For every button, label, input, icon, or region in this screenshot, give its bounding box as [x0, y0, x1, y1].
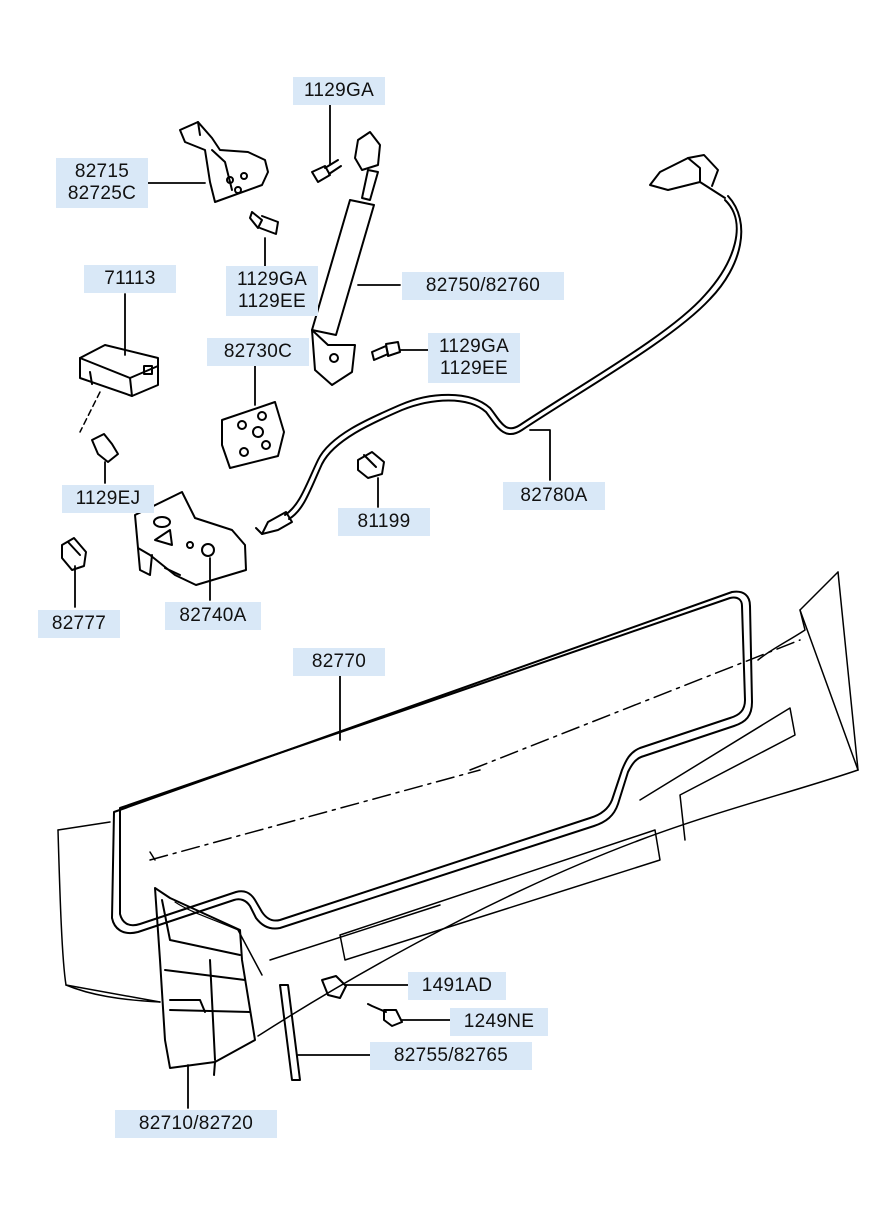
label-1129ee-mid: 1129EE — [237, 291, 306, 312]
label-71113: 71113 — [84, 265, 176, 293]
label-1129ga-1129ee-mid: 1129GA 1129EE — [226, 266, 318, 316]
bolt-1129ga — [311, 159, 342, 183]
clip-81199 — [357, 451, 385, 479]
label-82777: 82777 — [38, 610, 120, 638]
label-82730c: 82730C — [207, 338, 309, 366]
latch-bracket — [134, 491, 247, 586]
label-82770: 82770 — [293, 648, 385, 676]
label-1129ej: 1129EJ — [62, 485, 154, 513]
label-1129ga-right: 1129GA — [438, 336, 510, 357]
label-81199: 81199 — [338, 508, 430, 536]
corner-trim — [154, 887, 256, 1076]
bolt-1129ga-mid — [249, 211, 279, 235]
bolt-1129ga-right — [371, 341, 401, 361]
label-82715-line1: 82715 — [74, 161, 130, 182]
hinge — [179, 121, 269, 203]
label-1249ne: 1249NE — [450, 1008, 548, 1036]
label-82780a: 82780A — [503, 482, 605, 510]
bolt-1129ej — [91, 433, 119, 463]
plate-82730c — [221, 401, 285, 469]
label-82750-82760: 82750/82760 — [402, 272, 564, 300]
label-82715: 82715 82725C — [56, 158, 148, 208]
release-cable — [255, 154, 743, 535]
label-1129ga-mid: 1129GA — [236, 269, 308, 290]
bushing-82777 — [61, 537, 87, 571]
leader-lines — [74, 102, 551, 1109]
tailgate-panel — [57, 571, 859, 1037]
support-rod — [279, 984, 301, 1081]
label-1491ad: 1491AD — [408, 972, 506, 1000]
label-82755-82765: 82755/82765 — [370, 1042, 532, 1070]
bracket-71113 — [79, 344, 159, 397]
label-1129ga-top: 1129GA — [293, 77, 385, 105]
label-82725c-line2: 82725C — [67, 183, 137, 204]
gas-strut — [311, 131, 381, 386]
clip-1491ad — [321, 975, 347, 999]
label-82710-82720: 82710/82720 — [115, 1110, 277, 1138]
label-1129ga-1129ee-right: 1129GA 1129EE — [428, 333, 520, 383]
screw-1249ne — [367, 1003, 403, 1027]
weatherstrip-seal — [111, 590, 753, 934]
label-82740a: 82740A — [165, 602, 261, 630]
label-1129ee-right: 1129EE — [439, 358, 508, 379]
